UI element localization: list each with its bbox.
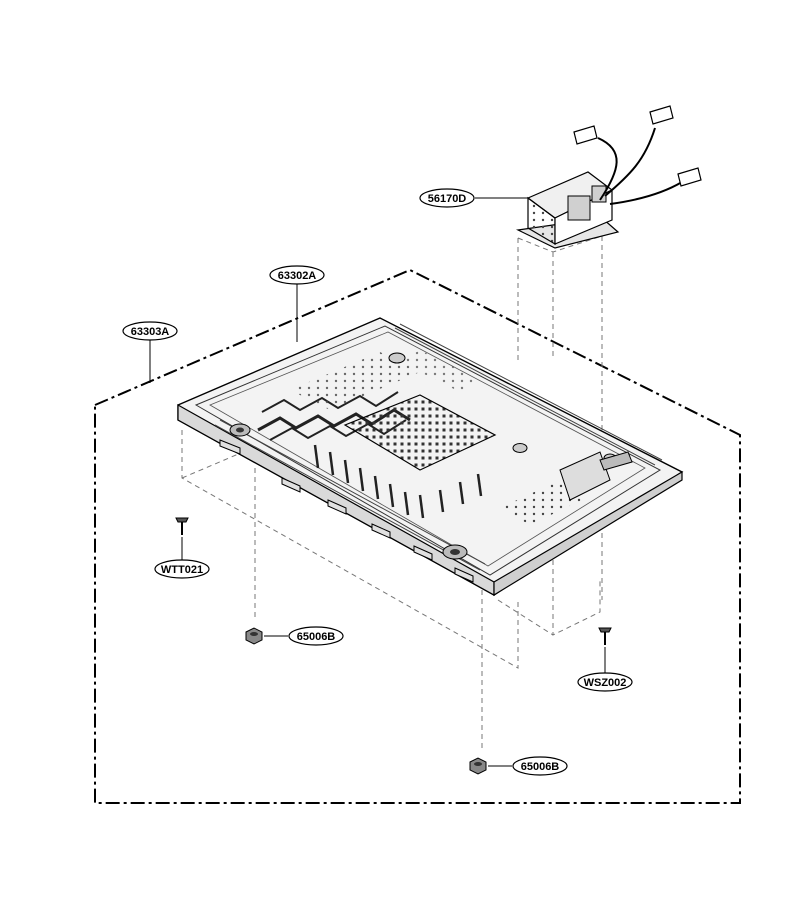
callout-transformer: 56170D xyxy=(419,188,475,208)
callout-screw-right: WSZ002 xyxy=(577,672,633,692)
screw-right xyxy=(598,627,612,645)
callout-label-screw-left: WTT021 xyxy=(161,564,203,576)
screw-left xyxy=(175,517,189,535)
transformer xyxy=(515,105,702,249)
callout-label-assembly: 63303A xyxy=(131,326,170,338)
assembly-boundary xyxy=(94,268,741,804)
callout-label-base-plate: 63302A xyxy=(278,270,317,282)
callout-screw-left: WTT021 xyxy=(154,559,210,579)
transformer-projection xyxy=(497,235,603,636)
callout-label-nut-upper: 65006B xyxy=(297,631,336,643)
callout-label-nut-lower: 65006B xyxy=(521,761,560,773)
plate-projection xyxy=(181,414,519,752)
nut-upper xyxy=(245,627,263,645)
callout-label-transformer: 56170D xyxy=(428,193,467,205)
nut-lower xyxy=(469,757,487,775)
callout-nut-lower: 65006B xyxy=(512,756,568,776)
callout-assembly: 63303A xyxy=(122,321,178,341)
leader-lines xyxy=(149,197,606,767)
callout-base-plate: 63302A xyxy=(269,265,325,285)
base-plate xyxy=(177,317,684,597)
callout-nut-upper: 65006B xyxy=(288,626,344,646)
callout-label-screw-right: WSZ002 xyxy=(584,677,627,689)
